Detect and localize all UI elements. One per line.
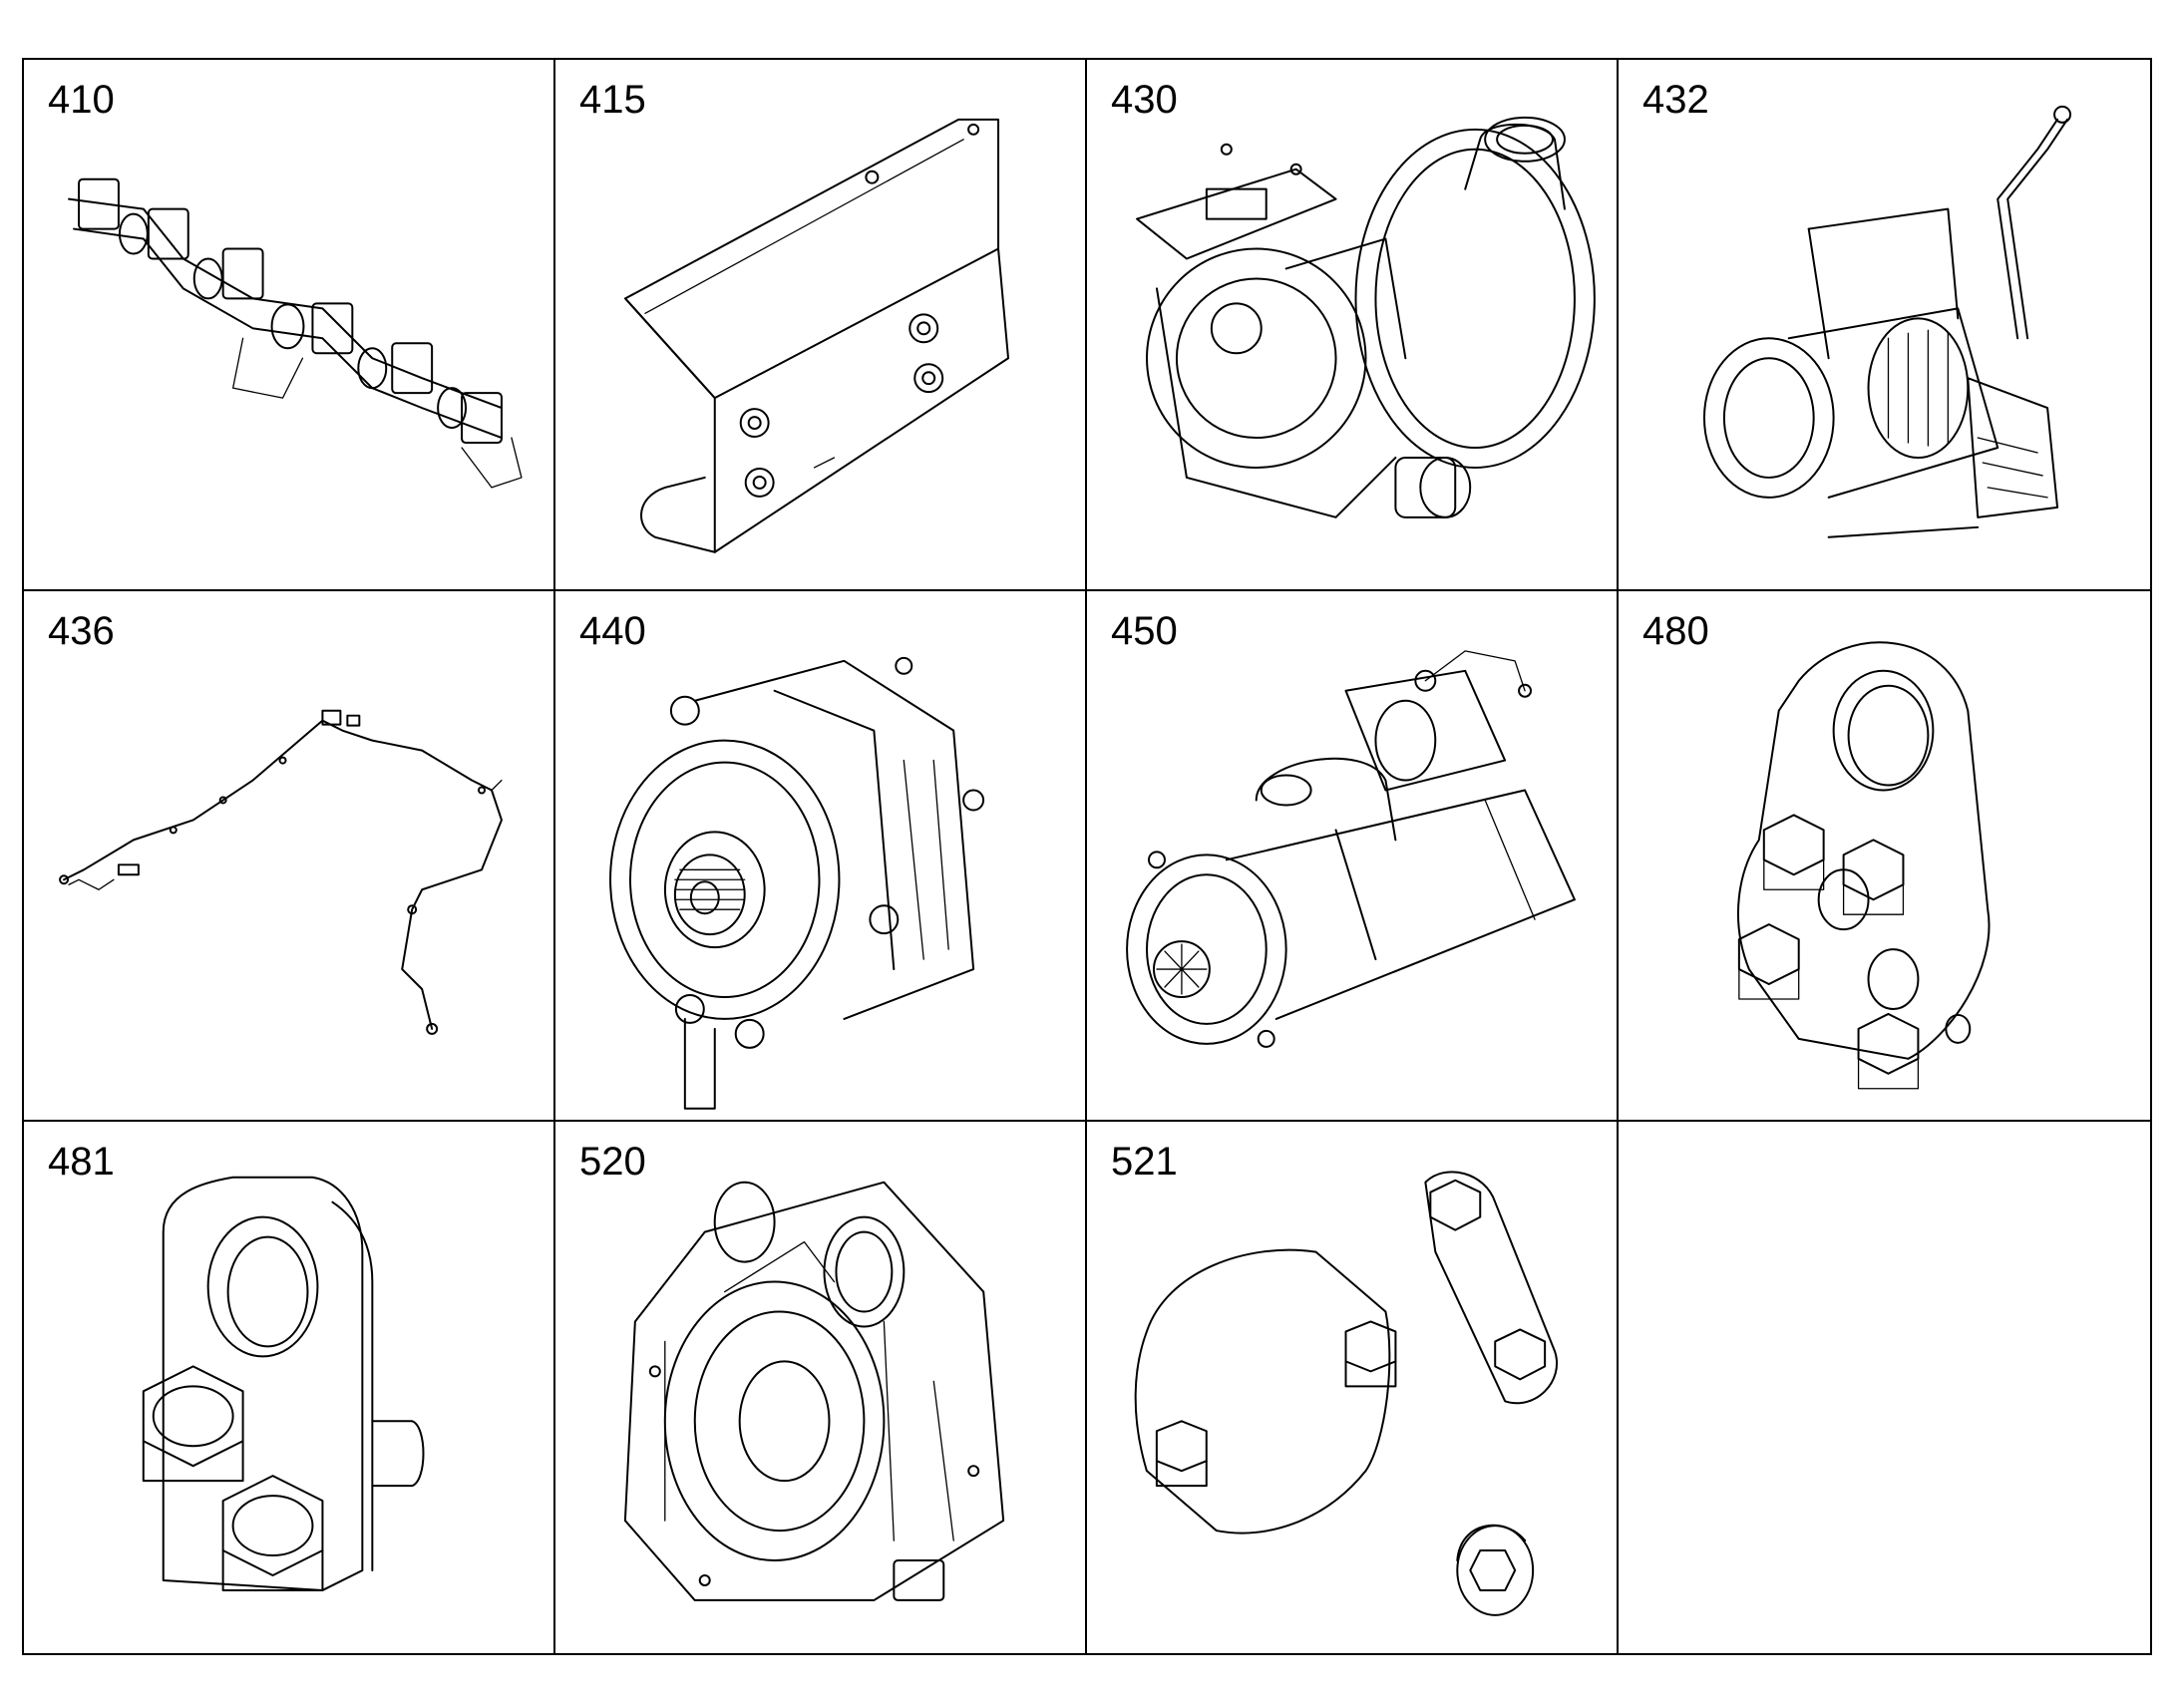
part-number: 415 <box>579 78 646 122</box>
part-cell-450[interactable]: 450 <box>1087 590 1619 1123</box>
starter-motor-icon <box>1126 649 1576 1048</box>
turbocharger-icon <box>1136 116 1596 518</box>
exhaust-manifold-icon <box>68 177 523 489</box>
part-cell-440[interactable]: 440 <box>555 590 1087 1123</box>
part-cell-481[interactable]: 481 <box>24 1122 555 1653</box>
part-cell-521[interactable]: 521 <box>1087 1122 1619 1653</box>
part-number: 480 <box>1642 608 1709 653</box>
part-number: 432 <box>1642 78 1709 122</box>
parts-grid: 410 415 <box>22 58 2152 1655</box>
part-cell-410[interactable]: 410 <box>24 60 555 591</box>
part-cell-415[interactable]: 415 <box>555 60 1087 591</box>
heat-shield-bracket-icon <box>623 118 1010 553</box>
part-number: 436 <box>48 608 115 653</box>
alternator-icon <box>609 656 985 1110</box>
part-number: 440 <box>579 608 646 653</box>
flywheel-housing-icon <box>623 1182 1005 1602</box>
part-cell-480[interactable]: 480 <box>1619 591 2150 1123</box>
wiring-harness-icon <box>59 709 503 1035</box>
part-cell-430[interactable]: 430 <box>1087 60 1619 591</box>
part-number: 410 <box>48 78 115 122</box>
part-cell-432[interactable]: 432 <box>1619 60 2150 591</box>
part-number: 450 <box>1111 608 1178 653</box>
part-cell-520[interactable]: 520 <box>555 1122 1087 1653</box>
lifting-eye-bracket-icon <box>1737 641 1991 1090</box>
empty-cell <box>1619 1122 2150 1653</box>
part-number: 520 <box>579 1140 646 1185</box>
part-cell-436[interactable]: 436 <box>24 590 555 1123</box>
part-number: 481 <box>48 1140 115 1185</box>
part-number: 521 <box>1111 1140 1178 1185</box>
part-number: 430 <box>1111 78 1178 122</box>
lifting-eye-icon <box>142 1177 425 1592</box>
turbo-actuator-icon <box>1702 105 2072 538</box>
cover-plate-kit-icon <box>1134 1171 1558 1617</box>
